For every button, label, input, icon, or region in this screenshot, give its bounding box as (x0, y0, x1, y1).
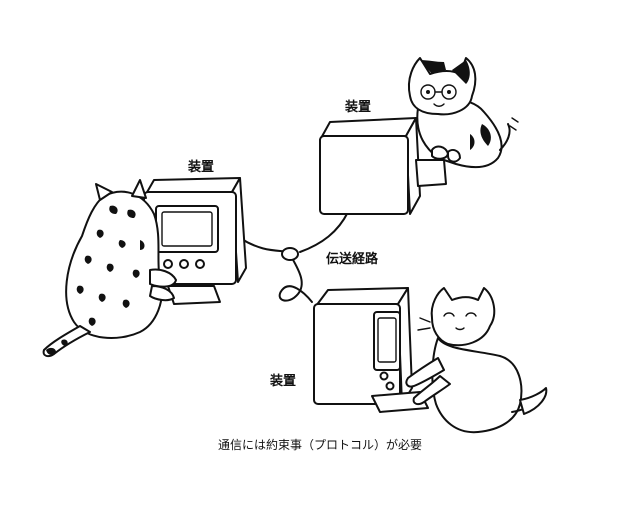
cat-with-glasses (408, 57, 519, 169)
label-transmission-path: 伝送経路 (326, 252, 379, 267)
white-cat (405, 287, 548, 434)
label-device-top-right: 装置 (345, 100, 372, 115)
diagram-caption: 通信には約束事（プロトコル）が必要 (217, 438, 422, 452)
device-left (143, 177, 247, 305)
label-device-left: 装置 (188, 160, 215, 175)
spotted-cat (42, 179, 177, 358)
device-top-right (319, 117, 447, 215)
label-device-bottom: 装置 (270, 374, 297, 389)
device-bottom (313, 287, 429, 413)
cable-coupler (281, 247, 299, 261)
